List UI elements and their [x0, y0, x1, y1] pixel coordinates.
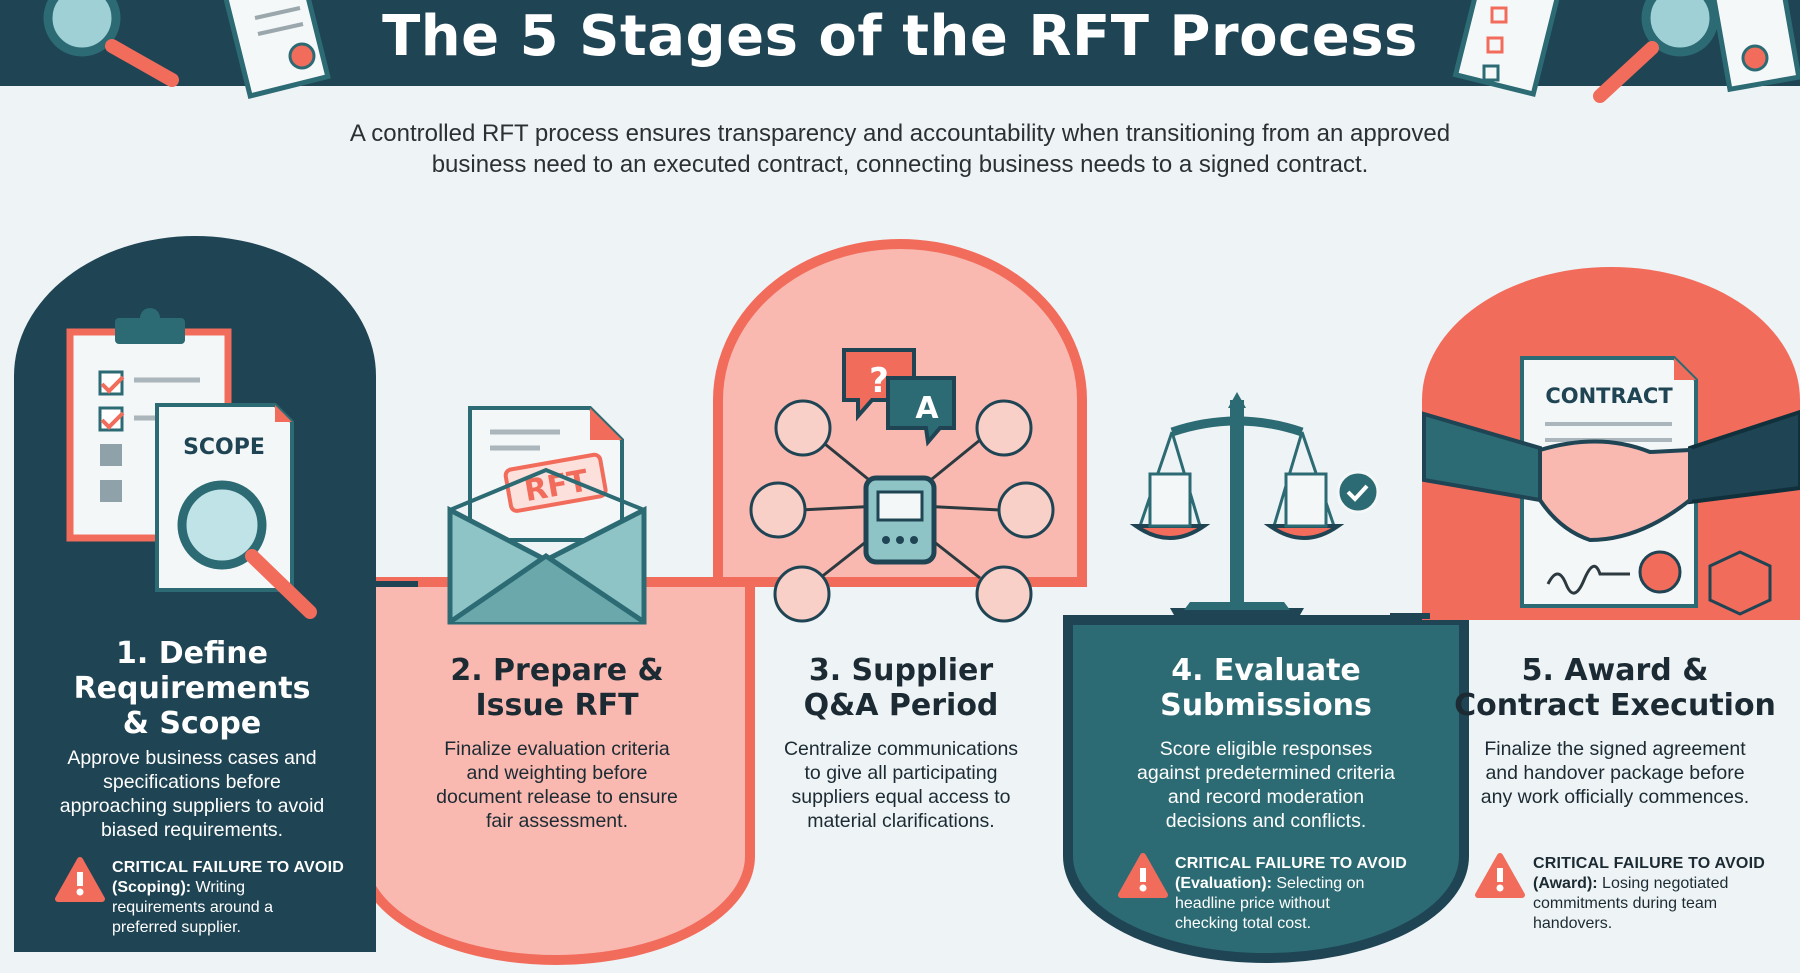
magnifier-icon [1593, 0, 1719, 103]
warning-icon [55, 857, 105, 902]
certificate-icon [221, 0, 331, 99]
stage-4-panel [1063, 615, 1469, 963]
envelope-icon: RFT [447, 406, 647, 625]
stage-4-description: Score eligible responses against predete… [1137, 738, 1395, 832]
answer-label: A [915, 391, 939, 426]
stage-1-title: 1. Define Requirements & Scope [73, 636, 311, 741]
stage-1-critical-failure: CRITICAL FAILURE TO AVOID (Scoping): Wri… [112, 859, 344, 936]
checklist-icon [1452, 0, 1562, 98]
package-icon [1708, 550, 1772, 616]
certificate-icon [1709, 0, 1800, 93]
page-subtitle: A controlled RFT process ensures transpa… [349, 120, 1451, 178]
page-title: The 5 Stages of the RFT Process [382, 4, 1418, 69]
stage-3-description: Centralize communications to give all pa… [783, 738, 1019, 832]
stage-5-critical-failure: CRITICAL FAILURE TO AVOID (Award): Losin… [1533, 855, 1765, 932]
question-mark-label: ? [869, 361, 889, 401]
scope-label: SCOPE [183, 435, 265, 460]
stage-5-description: Finalize the signed agreement and handov… [1480, 738, 1750, 808]
stage-4-title: 4. Evaluate Submissions [1160, 653, 1372, 723]
warning-icon [1118, 853, 1168, 898]
magnifier-icon [177, 480, 317, 619]
stage-2-panel [357, 577, 755, 965]
warning-icon [1475, 853, 1525, 898]
stage-1-description: Approve business cases and specification… [59, 747, 325, 841]
stage-4-critical-failure: CRITICAL FAILURE TO AVOID (Evaluation): … [1175, 855, 1407, 932]
scales-icon [1129, 392, 1380, 622]
stage-2-description: Finalize evaluation criteria and weighti… [436, 738, 678, 832]
stage-5-title: 5. Award & Contract Execution [1454, 653, 1776, 723]
qa-network-icon: ? A [749, 348, 1055, 623]
magnifier-icon [43, 0, 179, 87]
contract-label: CONTRACT [1545, 384, 1673, 408]
stage-3-title: 3. Supplier Q&A Period [803, 653, 999, 723]
stage-2-title: 2. Prepare & Issue RFT [450, 653, 664, 723]
handshake-icon [1422, 409, 1800, 543]
